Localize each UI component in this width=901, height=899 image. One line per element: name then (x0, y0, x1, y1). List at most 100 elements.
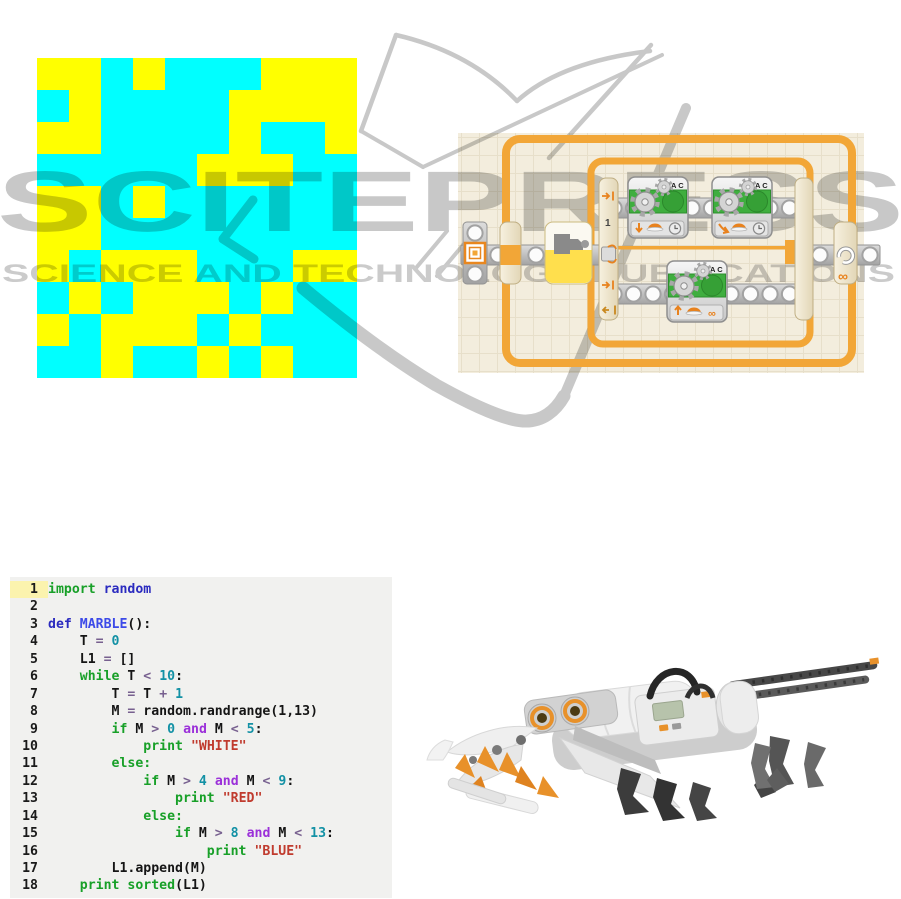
grid-cell (133, 90, 165, 122)
start-block (462, 221, 488, 285)
line-number: 16 (22, 843, 38, 859)
grid-cell (261, 122, 293, 154)
grid-cell (293, 58, 325, 90)
motor-block-3: A C ∞ (666, 260, 728, 323)
grid-cell (37, 122, 69, 154)
code-line: 11 else: (10, 755, 392, 772)
code-line: 15 if M > 8 and M < 13: (10, 825, 392, 842)
grid-cell (69, 250, 101, 282)
line-number: 18 (22, 878, 38, 894)
robot-legs (617, 743, 789, 821)
code-line: 14 else: (10, 808, 392, 825)
grid-cell (69, 90, 101, 122)
grid-cell (197, 218, 229, 250)
grid-cell (101, 218, 133, 250)
line-number: 17 (22, 861, 38, 876)
grid-cell (165, 314, 197, 346)
direction-icon (635, 223, 643, 234)
grid-cell (37, 218, 69, 250)
motor-ports-label: A C (755, 181, 768, 190)
marble-pattern-grid (37, 58, 357, 378)
grid-cell (69, 154, 101, 186)
direction-icon (674, 304, 682, 315)
grid-cell (229, 58, 261, 90)
code-line: 12 if M > 4 and M < 9: (10, 773, 392, 790)
grid-cell (69, 218, 101, 250)
switch-divider (598, 246, 803, 250)
line-number: 7 (30, 686, 38, 702)
grid-cell (261, 250, 293, 282)
grid-cell (101, 282, 133, 314)
grid-cell (37, 186, 69, 218)
grid-cell (69, 122, 101, 154)
line-number: 6 (30, 669, 38, 685)
grid-cell (101, 250, 133, 282)
line-number: 11 (22, 756, 38, 772)
grid-cell (133, 218, 165, 250)
grid-cell (133, 282, 165, 314)
line-number: 13 (22, 791, 38, 807)
grid-cell (325, 282, 357, 314)
grid-cell (261, 90, 293, 122)
lego-robot-photo (426, 657, 880, 821)
grid-cell (325, 346, 357, 378)
grid-cell (229, 186, 261, 218)
code-line: 7 T = T + 1 (10, 686, 392, 703)
grid-cell (261, 154, 293, 186)
grid-cell (229, 122, 261, 154)
grid-cell (133, 186, 165, 218)
line-number: 1 (10, 581, 48, 599)
grid-cell (37, 346, 69, 378)
code-line: 17 L1.append(M) (10, 860, 392, 877)
grid-cell (101, 154, 133, 186)
grid-cell (37, 154, 69, 186)
grid-cell (165, 122, 197, 154)
grid-cell (293, 186, 325, 218)
code-line: 10 print "WHITE" (10, 738, 392, 755)
line-number: 12 (22, 773, 38, 789)
motor-block-2: A C (711, 176, 773, 239)
loop-icon (836, 246, 856, 265)
grid-cell (325, 186, 357, 218)
grid-cell (261, 282, 293, 314)
grid-cell (165, 58, 197, 90)
grid-cell (293, 346, 325, 378)
grid-cell (197, 250, 229, 282)
code-line: 4 T = 0 (10, 633, 392, 650)
nxt-program-blocks: 1 ∞ A C (460, 135, 881, 367)
code-line: 16 print "BLUE" (10, 843, 392, 860)
grid-cell (229, 154, 261, 186)
grid-cell (37, 250, 69, 282)
grid-cell (229, 250, 261, 282)
grid-cell (101, 314, 133, 346)
code-line: 18 print sorted(L1) (10, 877, 392, 894)
grid-cell (229, 346, 261, 378)
grid-cell (165, 186, 197, 218)
line-number: 15 (22, 826, 38, 842)
grid-cell (37, 282, 69, 314)
grid-cell (293, 154, 325, 186)
line-number: 3 (30, 616, 38, 632)
grid-cell (197, 90, 229, 122)
grid-cell (325, 314, 357, 346)
code-line: 8 M = random.randrange(1,13) (10, 703, 392, 720)
grid-cell (197, 58, 229, 90)
grid-cell (69, 186, 101, 218)
grid-cell (293, 250, 325, 282)
grid-cell (293, 282, 325, 314)
grid-cell (197, 282, 229, 314)
grid-cell (325, 250, 357, 282)
grid-cell (133, 154, 165, 186)
switch-number: 1 (605, 218, 611, 229)
grid-cell (261, 346, 293, 378)
grid-cell (133, 314, 165, 346)
grid-cell (325, 58, 357, 90)
grid-cell (133, 58, 165, 90)
ultrasonic-eyes (527, 696, 590, 733)
grid-cell (229, 90, 261, 122)
grid-cell (293, 90, 325, 122)
